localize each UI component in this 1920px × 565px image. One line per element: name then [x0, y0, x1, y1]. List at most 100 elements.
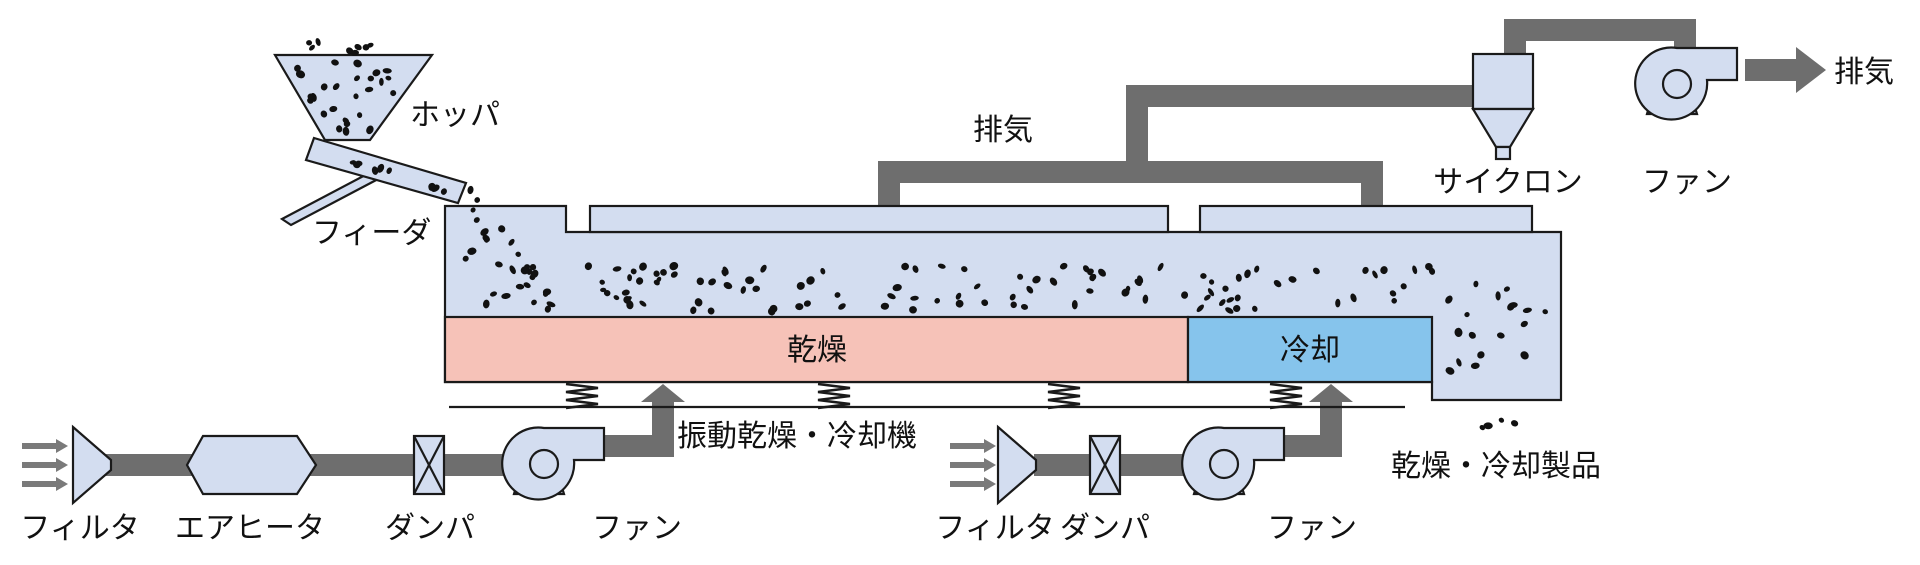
particle	[1142, 294, 1149, 304]
particle	[320, 110, 328, 118]
particle	[1335, 298, 1341, 308]
exhaust-out-label: 排気	[1834, 55, 1894, 90]
damper-1-label: ダンパ	[385, 511, 475, 546]
particle	[1086, 288, 1094, 294]
particle	[752, 285, 760, 293]
particle	[294, 64, 301, 72]
feeder-tray	[304, 136, 468, 205]
particle	[796, 281, 805, 290]
particle	[1087, 269, 1093, 276]
particle	[795, 303, 804, 311]
particle	[498, 225, 506, 233]
filter-1-label: フィルタ	[20, 511, 139, 546]
particle	[1425, 263, 1433, 271]
particle	[584, 262, 593, 271]
particle	[531, 299, 537, 306]
particle	[520, 266, 529, 275]
particle	[1032, 275, 1041, 284]
particle	[1207, 288, 1215, 297]
particle	[838, 303, 846, 310]
particle	[372, 168, 379, 175]
particle	[390, 90, 397, 97]
particle	[1049, 277, 1058, 286]
particle	[483, 236, 489, 243]
particle	[501, 293, 511, 299]
particle	[474, 197, 481, 203]
particle	[1137, 275, 1144, 284]
particle	[295, 70, 306, 79]
particle	[379, 77, 384, 86]
particle	[1470, 362, 1480, 370]
particle	[1200, 273, 1207, 279]
particle	[1020, 303, 1029, 310]
particle	[372, 69, 381, 77]
air-heater-icon	[185, 434, 318, 496]
particle	[509, 265, 516, 275]
particle	[1456, 358, 1462, 367]
particle	[1362, 266, 1369, 274]
air-supply-arrow-2	[1309, 384, 1353, 402]
particle	[1017, 273, 1024, 280]
particle	[495, 261, 503, 268]
particle	[760, 264, 767, 273]
particle	[1026, 285, 1034, 294]
drying-zone	[443, 315, 1190, 384]
particle	[981, 299, 989, 306]
particle	[542, 291, 549, 297]
particle	[696, 277, 705, 286]
particle	[385, 75, 392, 81]
machine-label: 振動乾燥・冷却機	[677, 419, 917, 454]
filter-icon	[71, 425, 113, 505]
particle	[912, 265, 919, 273]
particle	[356, 112, 363, 118]
particle	[1477, 351, 1485, 359]
air-heater-label: エアヒータ	[175, 511, 325, 546]
particle	[1312, 267, 1320, 275]
particle	[1464, 312, 1470, 318]
air-supply-arrow-1	[641, 384, 685, 402]
particle	[1389, 290, 1397, 297]
damper-icon	[1088, 434, 1122, 496]
particle	[315, 38, 321, 46]
particle	[707, 307, 715, 315]
particle	[1400, 283, 1407, 290]
particle	[529, 263, 537, 271]
particle	[336, 125, 343, 133]
particle	[1350, 293, 1357, 303]
spring-icon	[816, 382, 852, 410]
particle-material	[294, 38, 1548, 431]
particle	[482, 299, 490, 309]
particle	[1009, 293, 1016, 301]
particle	[350, 49, 359, 56]
damper-icon	[412, 434, 446, 496]
particle	[1234, 294, 1241, 302]
particle	[1222, 285, 1229, 292]
particle	[820, 267, 826, 275]
particle	[470, 207, 476, 213]
particle	[955, 299, 964, 308]
exhaust-duct	[878, 19, 1800, 206]
particle	[523, 282, 531, 289]
particle	[467, 247, 477, 255]
particle	[621, 289, 630, 296]
spring-icon	[564, 382, 600, 410]
particle	[430, 184, 436, 191]
particle	[767, 307, 776, 316]
hopper-icon	[273, 53, 435, 142]
particle	[630, 268, 637, 275]
particle	[806, 276, 815, 285]
particle	[934, 298, 941, 304]
particle	[1372, 270, 1378, 279]
particle	[515, 283, 525, 290]
particle	[1235, 273, 1242, 282]
particle	[367, 75, 374, 82]
particle	[1495, 291, 1501, 301]
particle	[887, 293, 896, 300]
particle	[306, 40, 313, 46]
particle	[467, 185, 474, 195]
particle	[1454, 327, 1463, 337]
particle	[354, 43, 362, 51]
particle	[656, 276, 662, 283]
fan-1-label: ファン	[592, 511, 682, 546]
cooling-zone	[1186, 315, 1434, 384]
